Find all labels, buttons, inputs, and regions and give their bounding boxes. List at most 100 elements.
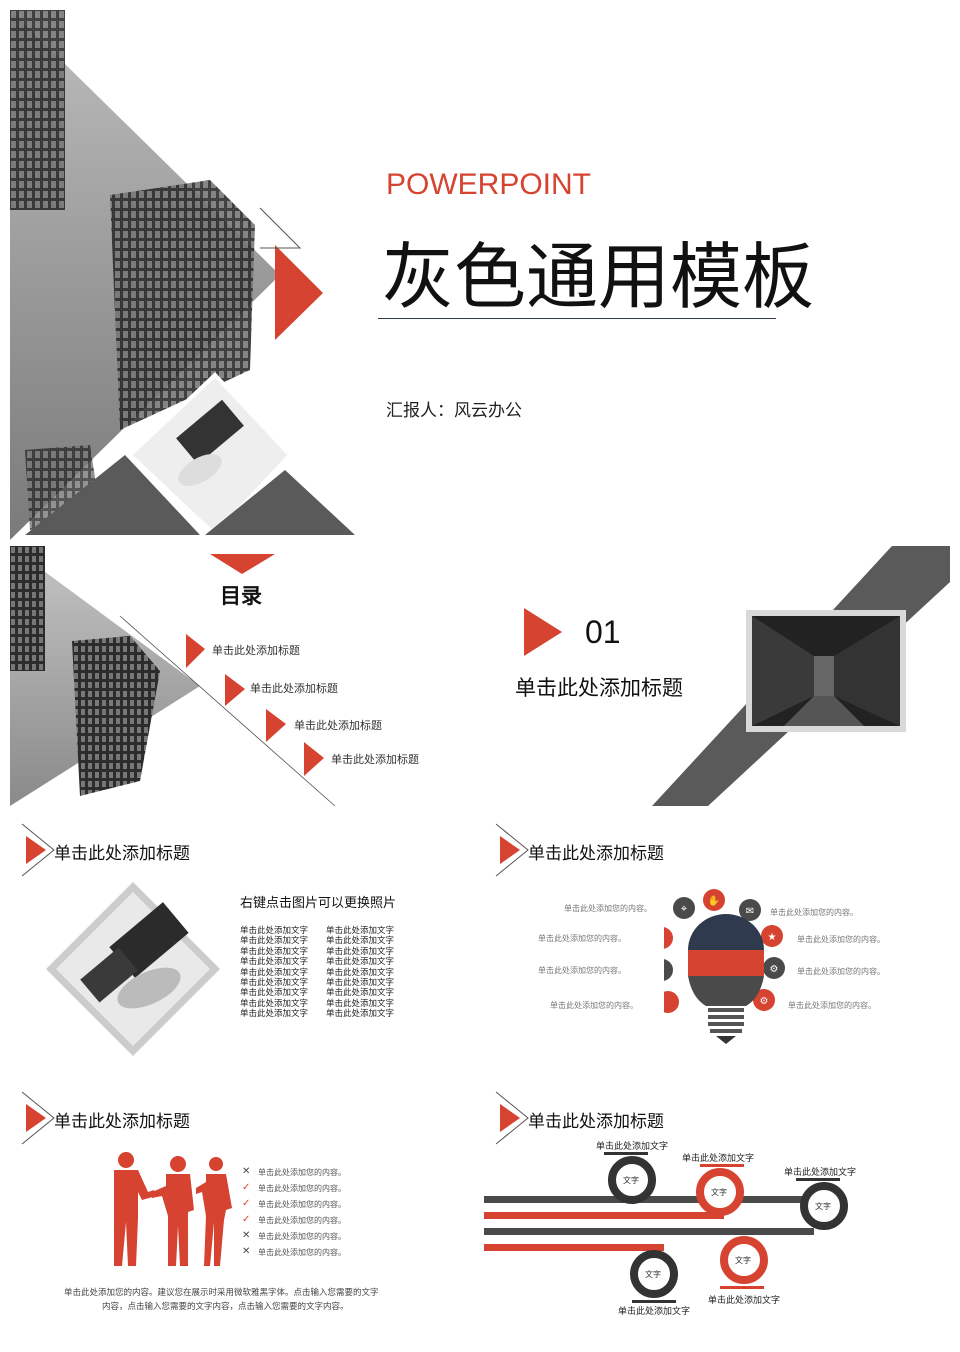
bulb-bottom <box>688 976 764 1006</box>
svg-text:⌖: ⌖ <box>681 902 687 915</box>
handshake-icon <box>703 889 725 911</box>
bulb-label-right-1: 单击此处添加您的内容。 <box>770 908 858 917</box>
timeline-caption-3: 单击此处添加文字 <box>784 1168 857 1178</box>
toc-item-4[interactable]: 单击此处添加标题 <box>331 753 419 766</box>
check-mark-2: ✓ <box>242 1182 251 1193</box>
check-text-5: 单击此处添加您的内容。 <box>258 1232 346 1241</box>
photo-slide-title: 单击此处添加标题 <box>54 844 190 864</box>
toc-graphic <box>10 546 336 806</box>
check-mark-6: ✕ <box>242 1246 251 1257</box>
toc-slide: 目录 单击此处添加标题 单击此处添加标题 单击此处添加标题 单击此处添加标题 <box>10 546 474 806</box>
svg-text:⚙: ⚙ <box>770 964 779 975</box>
cover-subtitle-en: POWERPOINT <box>386 168 592 201</box>
toc-heading: 目录 <box>220 584 262 608</box>
timeline-node-label-3: 文字 <box>815 1202 831 1211</box>
section-title: 单击此处添加标题 <box>515 676 683 700</box>
svg-text:✋: ✋ <box>708 894 720 907</box>
check-text-1: 单击此处添加您的内容。 <box>258 1168 346 1177</box>
toc-item-1[interactable]: 单击此处添加标题 <box>212 644 300 657</box>
microscope-icon <box>763 957 785 979</box>
check-mark-5: ✕ <box>242 1230 251 1241</box>
photo-text-item: 单击此处添加文字 <box>240 998 309 1009</box>
check-text-3: 单击此处添加您的内容。 <box>258 1200 346 1209</box>
photo-text-item: 单击此处添加文字 <box>240 926 309 936</box>
check-text-4: 单击此处添加您的内容。 <box>258 1216 346 1225</box>
cover-slide: POWERPOINT 灰色通用模板 汇报人：风云办公 <box>10 10 950 540</box>
bulb-top <box>688 914 764 950</box>
bulb-middle <box>688 950 764 976</box>
timeline-caption-5: 单击此处添加文字 <box>708 1296 781 1306</box>
trophy-icon <box>761 925 783 947</box>
business-people-silhouette <box>114 1152 232 1266</box>
photo-text-item: 单击此处添加文字 <box>240 978 309 988</box>
svg-text:★: ★ <box>768 932 777 943</box>
photo-text-item: 单击此处添加文字 <box>326 967 395 978</box>
cover-graphic <box>10 10 355 540</box>
timeline-node-label-1: 文字 <box>623 1176 639 1185</box>
people-slide: 单击此处添加标题 ✕ 单击此处添加您的内容。 ✓ 单击此处添加您的内容。 ✓ 单… <box>10 1082 474 1342</box>
timeline-node-5 <box>720 1236 768 1284</box>
photo-text-item: 单击此处添加文字 <box>240 988 309 999</box>
bulb-graphic: ⌖ ✋ ✉ ★ ⚙ ⚙ <box>664 889 785 1044</box>
photo-caption: 右键点击图片可以更换照片 <box>240 896 397 911</box>
photo-text-item: 单击此处添加文字 <box>326 988 395 999</box>
header-mark <box>21 1091 55 1145</box>
photo-text-item: 单击此处添加文字 <box>326 957 395 968</box>
header-mark <box>495 823 529 877</box>
timeline-node-4 <box>630 1250 678 1298</box>
photo-text-item: 单击此处添加文字 <box>240 957 309 968</box>
timeline-caption-4: 单击此处添加文字 <box>618 1307 691 1317</box>
bulb-label-left-4: 单击此处添加您的内容。 <box>550 1001 638 1010</box>
toc-item-3[interactable]: 单击此处添加标题 <box>294 719 382 732</box>
bulb-label-right-3: 单击此处添加您的内容。 <box>797 967 885 976</box>
timeline-slide-title: 单击此处添加标题 <box>528 1112 664 1132</box>
svg-text:⚙: ⚙ <box>760 996 769 1007</box>
header-mark <box>21 823 55 877</box>
section-number: 01 <box>585 614 621 650</box>
bulb-label-left-3: 单击此处添加您的内容。 <box>538 966 626 975</box>
photo-text-item: 单击此处添加文字 <box>240 946 309 957</box>
timeline-graphic <box>484 1152 848 1303</box>
check-text-6: 单击此处添加您的内容。 <box>258 1248 346 1257</box>
photo-text-item: 单击此处添加文字 <box>326 978 395 988</box>
photo-text-item: 单击此处添加文字 <box>240 936 309 947</box>
photo-text-item: 单击此处添加文字 <box>326 926 395 936</box>
check-mark-4: ✓ <box>242 1214 251 1225</box>
bulb-slide: 单击此处添加标题 ⌖ ✋ ✉ ★ ⚙ ⚙ 单击此处添加您的内容。 单击此处添加您… <box>484 814 950 1074</box>
timeline-node-1 <box>608 1156 656 1204</box>
header-mark <box>495 1091 529 1145</box>
photo-text-item: 单击此处添加文字 <box>240 1009 309 1020</box>
bulb-slide-title: 单击此处添加标题 <box>528 844 664 864</box>
cover-gray-triangle-left <box>25 455 200 535</box>
cover-title: 灰色通用模板 <box>382 235 815 319</box>
bulb-label-right-4: 单击此处添加您的内容。 <box>788 1001 876 1010</box>
photo-text-item: 单击此处添加文字 <box>326 998 395 1009</box>
photo-text-item: 单击此处添加文字 <box>326 946 395 957</box>
cover-gray-triangle-right <box>205 470 355 535</box>
flask-icon <box>664 927 673 949</box>
photo-diamond <box>46 882 220 1056</box>
toc-red-cap <box>210 554 275 574</box>
globe-icon <box>664 959 673 981</box>
timeline-caption-1: 单击此处添加文字 <box>596 1142 669 1152</box>
svg-text:✉: ✉ <box>746 906 754 917</box>
photo-text-item: 单击此处添加文字 <box>326 936 395 947</box>
check-mark-1: ✕ <box>242 1166 251 1177</box>
bulb-label-left-1: 单击此处添加您的内容。 <box>564 904 652 913</box>
bulb-label-right-2: 单击此处添加您的内容。 <box>797 935 885 944</box>
section-graphic <box>524 546 950 806</box>
cover-reporter: 汇报人：风云办公 <box>386 401 522 421</box>
toc-item-2[interactable]: 单击此处添加标题 <box>250 682 338 695</box>
timeline-node-3 <box>800 1182 848 1230</box>
people-slide-title: 单击此处添加标题 <box>54 1112 190 1132</box>
timeline-node-label-2: 文字 <box>711 1188 727 1197</box>
cover-divider <box>378 318 776 319</box>
people-paragraph-line-2: 内容，点击输入您需要的文字内容，点击输入您需要的文字内容。 <box>102 1302 349 1312</box>
chat-icon <box>739 899 761 921</box>
compass-icon <box>673 897 695 919</box>
people-paragraph-line-1: 单击此处添加您的内容。建议您在展示时采用微软雅黑字体。点击输入您需要的文字 <box>64 1288 379 1298</box>
bulb-label-left-2: 单击此处添加您的内容。 <box>538 934 626 943</box>
photo-text-item: 单击此处添加文字 <box>240 967 309 978</box>
check-text-2: 单击此处添加您的内容。 <box>258 1184 346 1193</box>
timeline-node-2 <box>696 1168 744 1216</box>
